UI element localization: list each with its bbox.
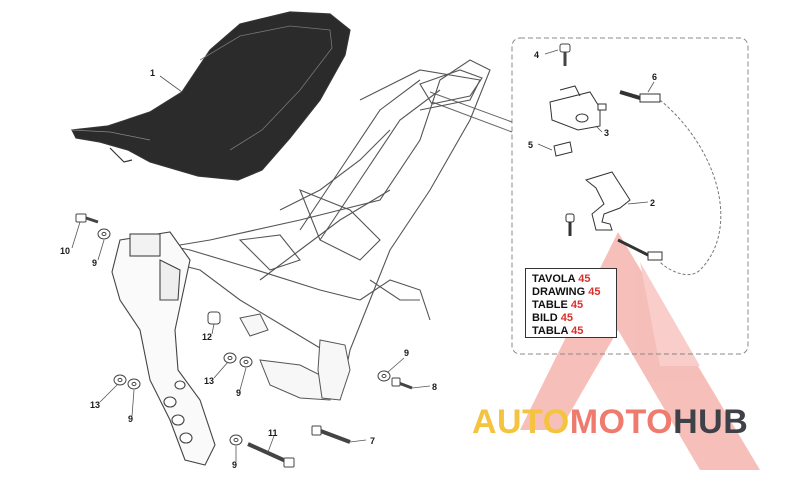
- callout-5: 5: [528, 140, 533, 150]
- callout-leaders: [71, 49, 655, 462]
- inset-clip-5: [553, 141, 573, 157]
- side-plate-part: [111, 231, 216, 466]
- callout-7: 7: [370, 436, 375, 446]
- callout-6: 6: [652, 72, 657, 82]
- callout-12: 12: [202, 332, 212, 342]
- watermark-brand: AUTOMOTOHUB: [472, 403, 749, 441]
- bolt-8: [391, 377, 413, 390]
- bolt-10: [75, 213, 99, 224]
- reference-row: BILD 45: [532, 312, 573, 324]
- reference-row: TABLA 45: [532, 325, 584, 337]
- reference-row: TAVOLA 45: [532, 273, 591, 285]
- callout-9-d: 9: [404, 348, 409, 358]
- inset-lock-3: [549, 85, 607, 131]
- washer-9c: [127, 378, 141, 390]
- callout-9-b: 9: [236, 388, 241, 398]
- rear-bracket-part: [239, 313, 351, 401]
- inset-hook-2: [584, 171, 631, 231]
- callout-11: 11: [268, 428, 278, 438]
- reference-row: TABLE 45: [532, 299, 584, 311]
- inset-screw-4: [559, 43, 571, 66]
- washer-9e: [229, 434, 243, 446]
- inset-leader-lines: [429, 91, 513, 133]
- callout-8: 8: [432, 382, 437, 392]
- bolt-7: [311, 425, 351, 444]
- washer-9d: [377, 370, 391, 382]
- seat-part: [71, 11, 351, 181]
- callout-9-c: 9: [128, 414, 133, 424]
- callout-13-b: 13: [90, 400, 100, 410]
- washer-9b: [239, 356, 253, 368]
- washer-9a: [97, 228, 111, 240]
- bolt-11: [247, 442, 295, 468]
- callout-9-e: 9: [232, 460, 237, 470]
- watermark-logo-shape: [520, 232, 760, 470]
- washer-13a: [223, 352, 237, 364]
- frame-part: [139, 59, 491, 401]
- callout-13-a: 13: [204, 376, 214, 386]
- callout-4: 4: [534, 50, 539, 60]
- inset-cable-6: [619, 90, 722, 275]
- callout-10: 10: [60, 246, 70, 256]
- reference-row: DRAWING 45: [532, 286, 601, 298]
- inset-pin: [565, 213, 663, 261]
- callout-3: 3: [604, 128, 609, 138]
- bushing-12: [207, 311, 221, 325]
- callout-2: 2: [650, 198, 655, 208]
- callout-1: 1: [150, 68, 155, 78]
- washer-13b: [113, 374, 127, 386]
- reference-table: TAVOLA 45 DRAWING 45 TABLE 45 BILD 45 TA…: [525, 268, 617, 338]
- callout-9-a: 9: [92, 258, 97, 268]
